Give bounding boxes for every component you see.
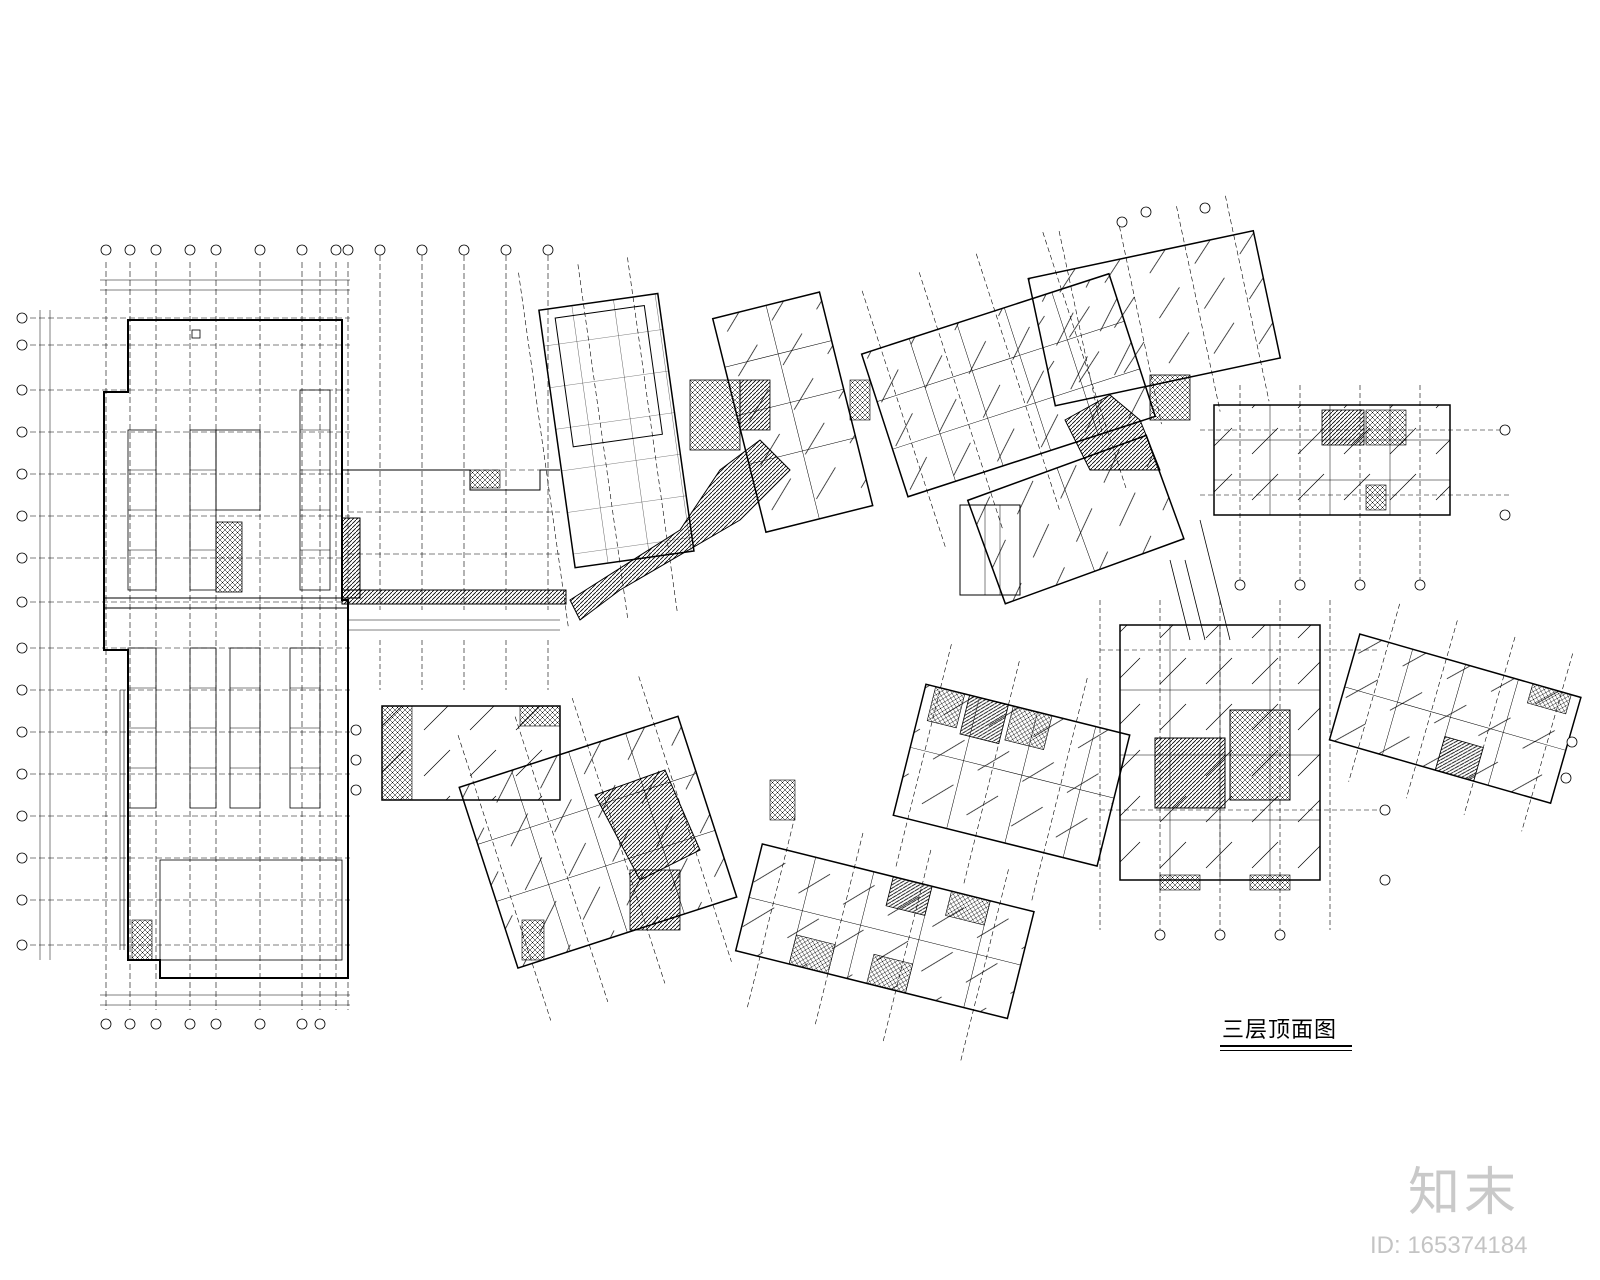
drawing-title: 三层顶面图 [1222, 1018, 1338, 1043]
title-underline [1220, 1045, 1352, 1047]
connector-corridor [341, 244, 567, 631]
lower-wing-d [892, 644, 1131, 902]
watermark-id: ID: 165374184 [1370, 1232, 1528, 1259]
parking-block [16, 244, 354, 1030]
title-underline-thin [1220, 1050, 1352, 1051]
upper-wing-b [711, 291, 874, 534]
watermark-logo: 知末 [1408, 1163, 1521, 1223]
lower-wing-c [734, 815, 1035, 1064]
link-walkway [1169, 519, 1231, 641]
lower-wing-far-east [1328, 603, 1582, 832]
upper-wing-e [959, 434, 1185, 605]
upper-wing-d [1027, 195, 1282, 437]
lower-wing-east [1099, 600, 1391, 941]
lower-wing-b [457, 676, 796, 1021]
upper-wing-east [1200, 385, 1511, 591]
